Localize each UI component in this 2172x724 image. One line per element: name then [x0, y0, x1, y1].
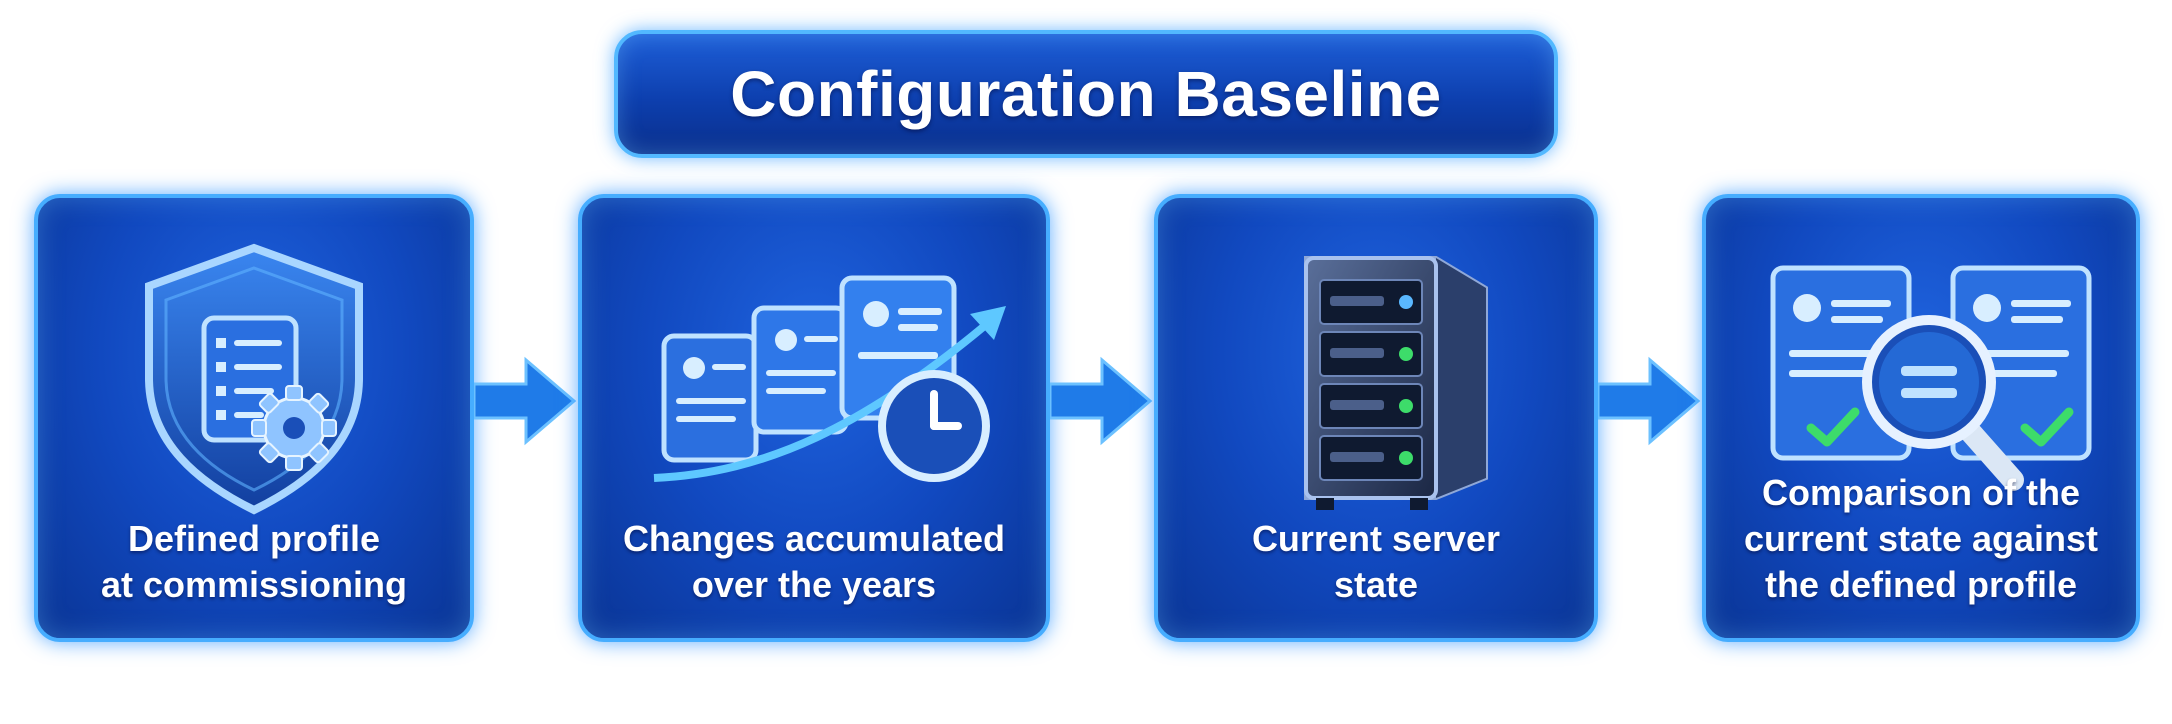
diagram-title: Configuration Baseline — [730, 58, 1442, 130]
shield-checklist-gear-icon — [38, 228, 470, 528]
documents-clock-trend-icon — [582, 228, 1046, 528]
diagram-title-box: Configuration Baseline — [614, 30, 1558, 158]
step-card-current-server-state: Current server state — [1154, 194, 1598, 642]
server-rack-icon — [1158, 228, 1594, 528]
flow-arrow-3 — [1598, 356, 1701, 446]
flow-arrow-1 — [474, 356, 577, 446]
step-label: Defined profile at commissioning — [100, 518, 408, 605]
flow-arrow-2 — [1050, 356, 1153, 446]
step-card-defined-profile: Defined profile at commissioning — [34, 194, 474, 642]
compare-documents-magnifier-icon — [1706, 228, 2136, 528]
step-label: Current server state — [1251, 518, 1501, 605]
step-label: Comparison of the current state against … — [1743, 472, 2099, 605]
step-label: Changes accumulated over the years — [622, 518, 1006, 605]
step-card-changes-accumulated: Changes accumulated over the years — [578, 194, 1050, 642]
step-card-comparison: Comparison of the current state against … — [1702, 194, 2140, 642]
